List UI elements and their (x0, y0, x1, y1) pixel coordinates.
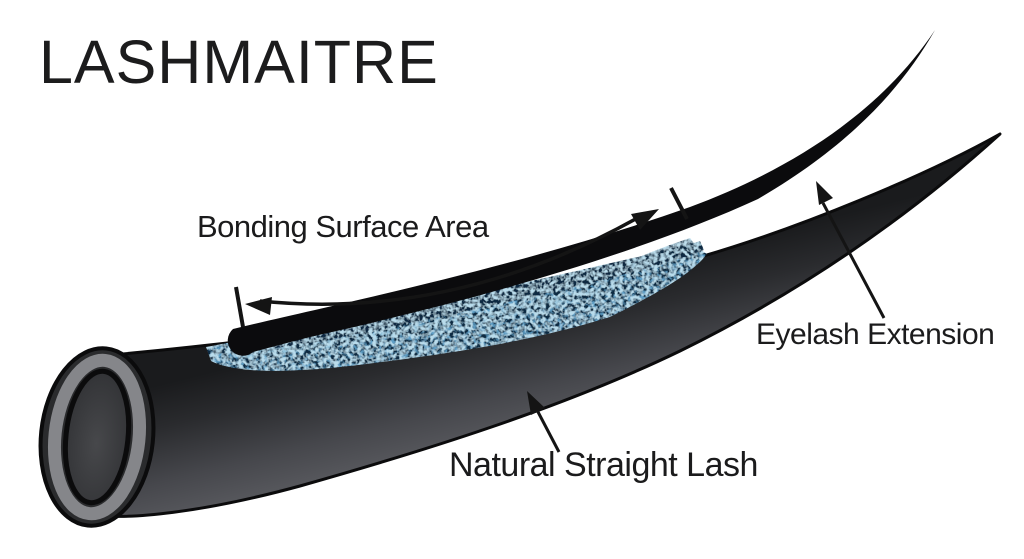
extension-lash-shape (227, 30, 935, 356)
cap-gray-ring (47, 353, 147, 521)
adhesive-highlight-streak (238, 288, 600, 360)
measurement-arrow (234, 187, 689, 328)
pointer-arrow-natural (527, 391, 561, 453)
natural-straight-lash-label: Natural Straight Lash (449, 446, 758, 484)
brand-title: LASHMAITRE (39, 28, 439, 96)
bonding-surface-area-label: Bonding Surface Area (197, 209, 489, 244)
measurement-arrow-shaft (259, 214, 642, 306)
adhesive-icy-patch (628, 238, 696, 272)
lash-end-cap (38, 346, 156, 528)
eyelash-extension-label: Eyelash Extension (756, 318, 995, 351)
cap-inner-hole (62, 368, 132, 506)
tick-right (669, 187, 689, 220)
tick-left (234, 286, 245, 328)
pointer-natural-head (527, 391, 545, 415)
arrowhead-right (631, 209, 659, 230)
pointer-arrow-extension (816, 181, 886, 319)
pointer-extension-shaft (821, 202, 886, 319)
pointer-extension-head (816, 181, 833, 205)
pointer-natural-shaft (535, 409, 561, 453)
arrowhead-left (245, 297, 272, 315)
